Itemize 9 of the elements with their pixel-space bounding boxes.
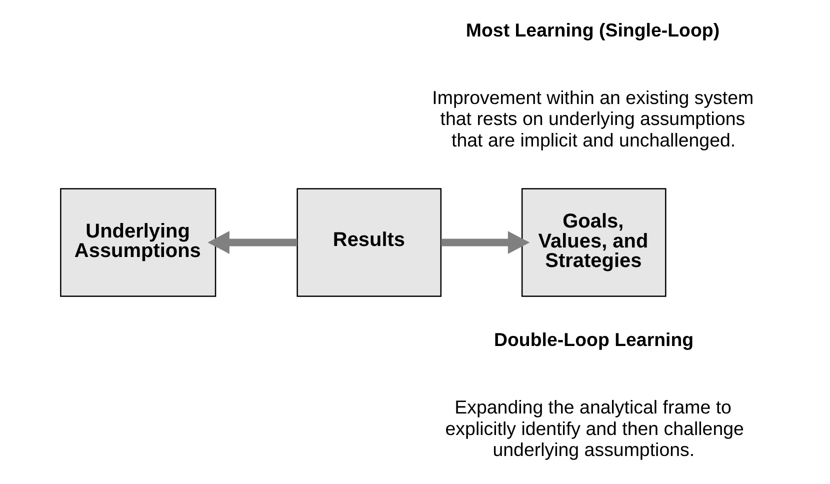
label: Most Learning (Single-Loop) <box>466 18 720 40</box>
node-box: Underlying Assumptions <box>60 188 216 296</box>
node-box: Goals, Values, and Strategies <box>521 188 666 296</box>
label: Improvement within an existing system that rests on underlying assumptions that are implicit and unchallenged. <box>432 86 754 150</box>
label: Expanding the analytical frame to explicitly identify and then challenge underlying assumptions. <box>445 396 744 460</box>
arrow <box>441 230 530 254</box>
node-box: Results <box>296 188 442 296</box>
label: Double-Loop Learning <box>494 328 694 350</box>
arrow <box>208 230 298 254</box>
